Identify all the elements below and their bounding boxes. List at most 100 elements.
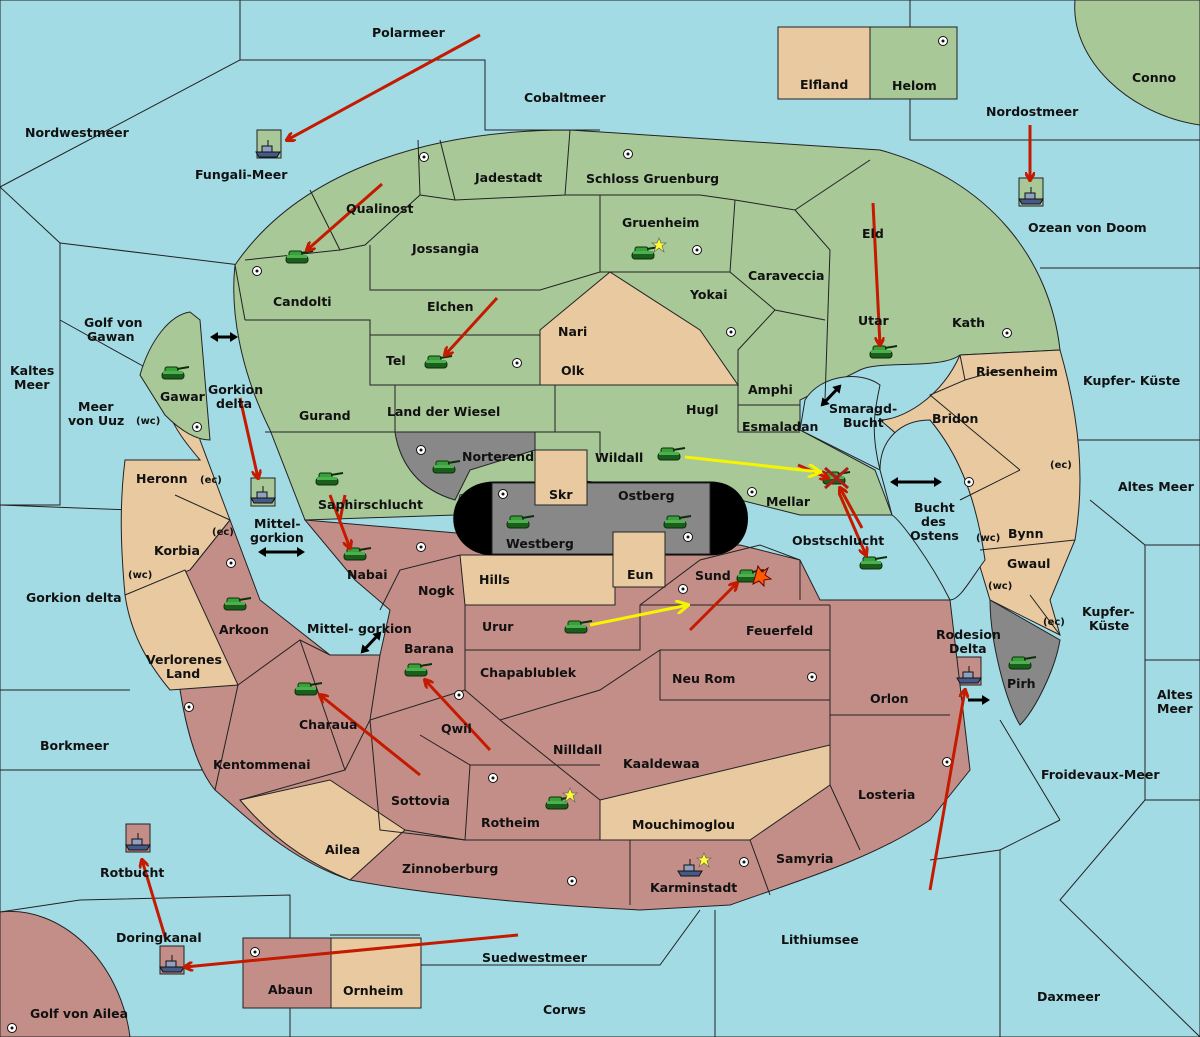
label-gorkiondelta-l1: Gorkion: [208, 382, 263, 397]
label-kupferkueste-l2: Küste: [1089, 618, 1129, 633]
label-gawar: Gawar: [160, 389, 206, 404]
label-verloreneland-l1: Verlorenes: [146, 652, 222, 667]
label-nilldall: Nilldall: [553, 742, 602, 757]
label-orlon: Orlon: [870, 691, 909, 706]
territory-norterend[interactable]: [394, 431, 536, 501]
label-kaltes-l1: Kaltes: [10, 363, 54, 378]
label-amphi: Amphi: [748, 382, 793, 397]
label-ornheim: Ornheim: [343, 983, 403, 998]
label-polarmeer: Polarmeer: [372, 25, 446, 40]
support-order-arrows: [589, 455, 820, 627]
label-elfland: Elfland: [800, 77, 848, 92]
label-hills: Hills: [479, 572, 510, 587]
label-jadestadt: Jadestadt: [474, 170, 542, 185]
label-candolti: Candolti: [273, 294, 332, 309]
label-kentommenai: Kentommenai: [213, 757, 311, 772]
label-gurand: Gurand: [299, 408, 351, 423]
label-mellar: Mellar: [766, 494, 811, 509]
move-order-arrows: [142, 33, 1030, 967]
adjacency-arrows: [210, 332, 990, 705]
label-yokai: Yokai: [689, 287, 728, 302]
label-mittelgorkion-l2: gorkion: [250, 530, 304, 545]
territory-ailea[interactable]: [239, 779, 406, 881]
label-kupferkueste: Kupfer-Küste: [1082, 604, 1135, 633]
label-bridon: Bridon: [932, 411, 978, 426]
label-qualinost: Qualinost: [346, 201, 413, 216]
label-kaltes-l2: Meer: [14, 377, 50, 392]
label-obstschlucht: Obstschlucht: [792, 533, 884, 548]
label-nordostmeer: Nordostmeer: [986, 104, 1079, 119]
label-landwiesel: Land der Wiesel: [387, 404, 500, 419]
label-suedwestmeer: Doringkanal: [116, 930, 202, 945]
label-feuerfeld: Feuerfeld: [746, 623, 813, 638]
label-altesmeer-l2: Meer: [1157, 701, 1193, 716]
label-pirh: Pirh: [1007, 676, 1036, 691]
label-bynn: Bynn: [1008, 526, 1043, 541]
label-gwaul: Gwaul: [1007, 556, 1050, 571]
label-teisee: Altes Meer: [1118, 479, 1195, 494]
label-gruenheim: Gruenheim: [622, 215, 699, 230]
label-kupferkueste-l1: Kupfer-: [1082, 604, 1135, 619]
territory-skr[interactable]: [534, 449, 588, 506]
coast-tag: (ec): [212, 527, 234, 538]
territory-nari-olk[interactable]: [539, 271, 739, 386]
label-cobaltmeer: Cobaltmeer: [524, 90, 606, 105]
label-chapa: Chapablublek: [480, 665, 577, 680]
map-labels: Polarmeer Cobaltmeer Nordwestmeer Fungal…: [10, 25, 1195, 1021]
label-nogk: Nogk: [418, 583, 455, 598]
coast-tag: (wc): [988, 581, 1012, 592]
label-meeruuz-l1: Meer: [78, 399, 114, 414]
label-golfailea: Rotbucht: [100, 865, 164, 880]
label-corws: Golf von Ailea: [30, 1006, 128, 1021]
label-gorkiondelta-l2: delta: [216, 396, 252, 411]
label-doringkanal: Borkmeer: [40, 738, 110, 753]
label-verloreneland-l2: Land: [166, 666, 200, 681]
label-rotbucht: Mittel- gorkion: [307, 621, 412, 636]
label-jossangia: Jossangia: [411, 241, 479, 256]
label-buchtostens-l1: Bucht: [914, 500, 955, 515]
label-golfpirh: Froidevaux-Meer: [1041, 767, 1160, 782]
label-tel: Tel: [386, 353, 406, 368]
label-mittelgorkion-l1: Mittel-: [254, 516, 301, 531]
label-westberg: Westberg: [506, 536, 574, 551]
label-ozean: Ozean von Doom: [1028, 220, 1147, 235]
label-kamalastrasse: Kupfer- Küste: [1083, 373, 1180, 388]
territory-eun[interactable]: [612, 531, 666, 588]
label-caraveccia: Caraveccia: [748, 268, 824, 283]
label-utar: Utar: [858, 313, 890, 328]
label-riesenheim: Riesenheim: [976, 364, 1058, 379]
label-buchtostens-l2: des: [921, 514, 946, 529]
label-daxmeer: Corws: [543, 1002, 586, 1017]
territory-conno[interactable]: [1074, 0, 1200, 126]
territory-corws[interactable]: [0, 910, 131, 1037]
label-heronn: Heronn: [136, 471, 188, 486]
label-zinnoberburg: Zinnoberburg: [402, 861, 498, 876]
label-smaragdbucht-l2: Bucht: [843, 415, 884, 430]
label-arkoon: Arkoon: [219, 622, 269, 637]
label-nabai: Nabai: [347, 567, 388, 582]
label-fungali: Fungali-Meer: [195, 167, 288, 182]
label-norterend: Norterend: [462, 449, 534, 464]
label-helom: Helom: [892, 78, 937, 93]
label-rodesiondelta-l1: Rodesion: [936, 627, 1001, 642]
label-karminstadt: Karminstadt: [650, 880, 737, 895]
label-barana: Barana: [404, 641, 454, 656]
label-losteria: Losteria: [858, 787, 915, 802]
label-conno: Conno: [1132, 70, 1177, 85]
label-smaragdbucht-l1: Smaragd-: [829, 401, 897, 416]
label-ailea: Ailea: [325, 842, 360, 857]
label-rotheim: Rotheim: [481, 815, 540, 830]
label-eun: Eun: [627, 567, 653, 582]
label-meeruuz-l2: von Uuz: [68, 413, 124, 428]
coast-tag: (ec): [1050, 460, 1072, 471]
territory-elfland[interactable]: [777, 26, 871, 100]
inlet-bucht-des-ostens: [879, 419, 986, 601]
territory-verlorenes-land[interactable]: [124, 569, 239, 691]
